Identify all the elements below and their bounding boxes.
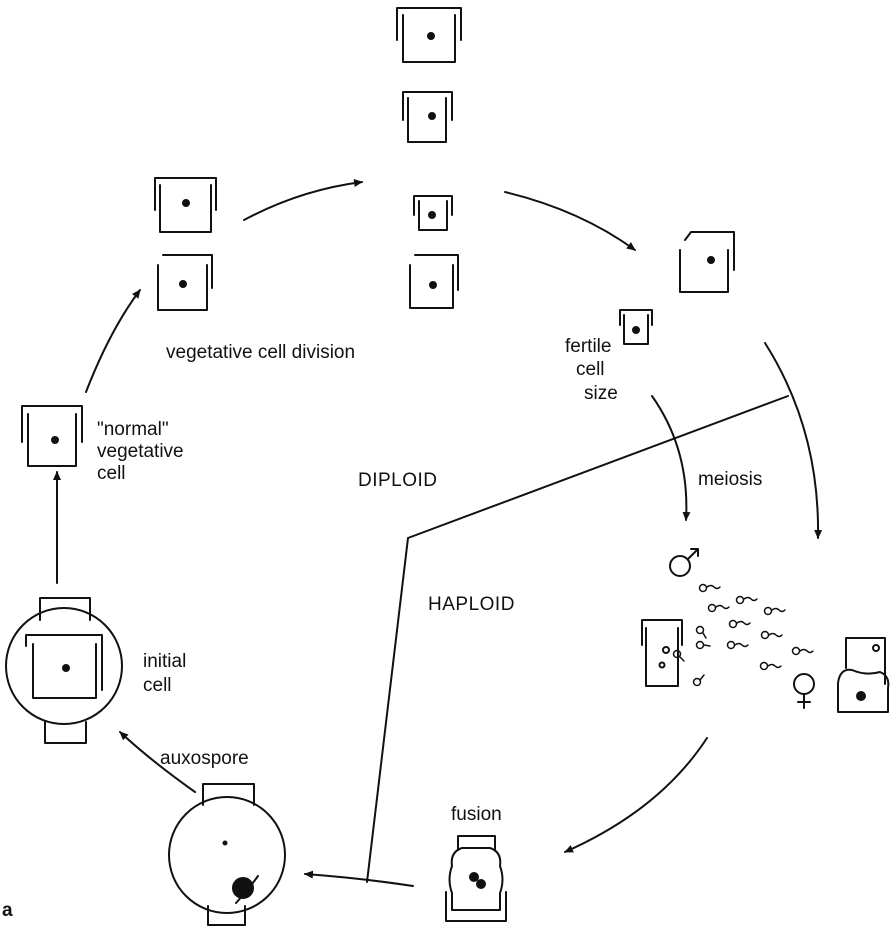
ploidy-boundary-line — [366, 395, 789, 883]
auxospore-cell — [168, 783, 286, 926]
diploid-label: DIPLOID — [358, 470, 438, 491]
initial-cell — [5, 597, 123, 744]
arrow-column-to-right — [504, 191, 636, 251]
dividing-cells-column — [396, 7, 462, 309]
fertile-size-label-line2: cell — [576, 359, 605, 380]
fertile-small-cell — [619, 309, 653, 345]
panel-label: a — [2, 900, 13, 921]
haploid-label: HAPLOID — [428, 594, 515, 615]
initial-cell-label-line1: initial — [143, 651, 187, 672]
vegetative-division-label: vegetative cell division — [166, 342, 356, 363]
normal-vegetative-cell — [21, 405, 83, 467]
normal-cell-label-line2: vegetative — [97, 441, 184, 462]
auxospore-label: auxospore — [160, 748, 249, 769]
fertile-size-label-line1: fertile — [565, 336, 612, 357]
fusion-cell — [445, 835, 507, 922]
fusion-label: fusion — [451, 804, 502, 825]
oogonium — [837, 637, 890, 713]
arrow-to-fusion — [564, 737, 708, 853]
arrow-large-to-oogonium — [764, 342, 823, 539]
normal-cell-label-line3: cell — [97, 463, 126, 484]
arrow-fertile-to-meiosis — [651, 395, 691, 521]
normal-cell-label-line1: "normal" — [97, 419, 169, 440]
meiosis-label: meiosis — [698, 469, 763, 490]
arrow-fusion-to-auxospore — [304, 870, 414, 887]
male-gamete-symbol — [669, 548, 699, 577]
male-gametangium — [641, 619, 683, 687]
female-gamete-symbol — [793, 673, 815, 709]
fertile-size-label-line3: size — [584, 383, 618, 404]
large-cell-right — [679, 231, 735, 293]
dividing-cell-pair-1 — [154, 177, 217, 311]
arrow-division-to-column — [243, 179, 363, 221]
sperm-cells — [672, 583, 814, 687]
arrow-normal-to-division — [85, 289, 141, 393]
initial-cell-label-line2: cell — [143, 675, 172, 696]
arrow-auxospore-to-initial — [119, 731, 196, 793]
